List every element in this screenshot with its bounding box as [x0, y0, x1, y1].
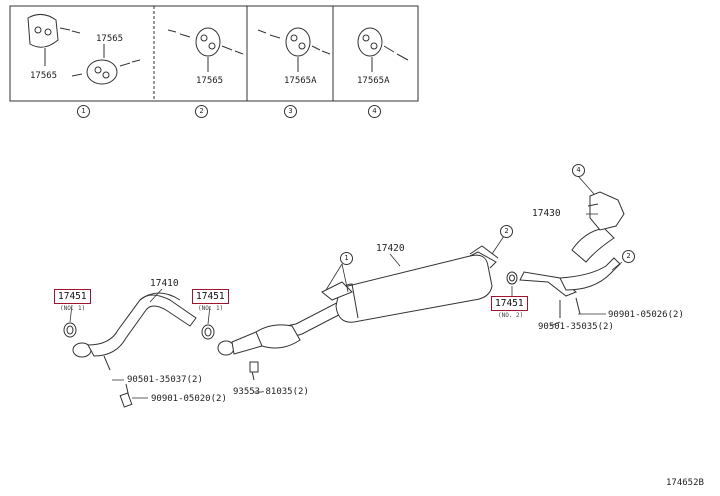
- leader-lines: [69, 175, 623, 399]
- label-nut-mid: 93553-81035(2): [233, 387, 309, 397]
- center-pipe-drawing: [217, 295, 357, 381]
- label-17420: 17420: [376, 243, 405, 254]
- muffler-drawing: [321, 245, 499, 323]
- callout-muffler-hanger: 1: [340, 252, 353, 265]
- hanger-3-drawing: [257, 27, 331, 72]
- legend-1-part-b: 17565: [30, 71, 58, 81]
- hanger-2-drawing: [167, 27, 244, 72]
- label-bolt-right-b: 90501-35035(2): [538, 322, 614, 332]
- gasket-note-right: (NO. 2): [498, 312, 524, 319]
- gasket-17451-right[interactable]: 17451: [491, 296, 528, 311]
- callout-converter-side: 2: [622, 250, 635, 263]
- label-bolt-right-a: 90901-05026(2): [608, 310, 684, 320]
- hanger-4-drawing: [357, 27, 409, 72]
- diagram-id: 174652B: [666, 478, 704, 488]
- callout-muffler-rear: 2: [500, 225, 513, 238]
- gasket-left-drawing: [63, 271, 518, 340]
- rear-converter-drawing: [519, 191, 625, 318]
- legend-3-index: 3: [284, 105, 297, 118]
- label-17410: 17410: [150, 278, 179, 289]
- callout-converter-top: 4: [572, 164, 585, 177]
- label-bolt-left-a: 90501-35037(2): [127, 375, 203, 385]
- legend-1-index: 1: [77, 105, 90, 118]
- front-pipe-drawing: [72, 292, 197, 408]
- label-bolt-left-b: 90901-05020(2): [151, 394, 227, 404]
- gasket-note-center: (NO. 1): [198, 305, 224, 312]
- gasket-note-left: (NO. 1): [60, 305, 86, 312]
- hanger-1-drawing: [27, 14, 141, 85]
- legend-3-part: 17565A: [284, 76, 317, 86]
- label-17430: 17430: [532, 208, 561, 219]
- gasket-17451-left[interactable]: 17451: [54, 289, 91, 304]
- legend-4-part: 17565A: [357, 76, 390, 86]
- gasket-17451-center[interactable]: 17451: [192, 289, 229, 304]
- hanger-legend-frame: [9, 5, 419, 102]
- legend-4-index: 4: [368, 105, 381, 118]
- legend-2-index: 2: [195, 105, 208, 118]
- legend-1-part-a: 17565: [96, 34, 124, 44]
- legend-2-part: 17565: [196, 76, 224, 86]
